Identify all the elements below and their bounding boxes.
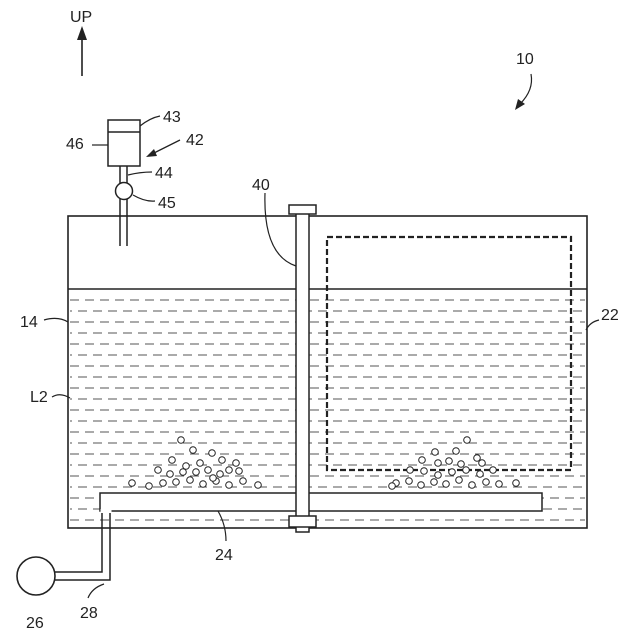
label-L2: L2 — [30, 389, 48, 406]
pump — [17, 557, 55, 595]
bubble — [169, 457, 176, 464]
device-label: 10 — [516, 51, 534, 68]
label-45: 45 — [158, 195, 176, 212]
bubble — [190, 447, 197, 454]
bubble — [449, 469, 456, 476]
bubble — [443, 481, 450, 488]
bubble — [217, 471, 224, 478]
bubble — [233, 460, 240, 467]
bubble — [483, 479, 490, 486]
bubble — [479, 460, 486, 467]
bubble — [496, 481, 503, 488]
bubble — [205, 467, 212, 474]
bubble — [406, 478, 413, 485]
bubble — [226, 467, 233, 474]
unit-arrow — [146, 140, 180, 157]
bubble — [463, 467, 470, 474]
diffuser-pipe — [100, 493, 542, 511]
label-44: 44 — [155, 165, 173, 182]
label-22: 22 — [601, 307, 619, 324]
bubble — [458, 461, 465, 468]
bubble — [490, 467, 497, 474]
unit-valve — [116, 183, 133, 200]
bubble — [146, 483, 153, 490]
bubble — [435, 460, 442, 467]
bubble — [219, 457, 226, 464]
bubble — [513, 480, 520, 487]
up-label: UP — [70, 9, 92, 26]
bubble — [419, 457, 426, 464]
air-bubbles — [129, 437, 520, 490]
bubble — [226, 482, 233, 489]
unit-body — [108, 120, 140, 166]
label-14: 14 — [20, 314, 38, 331]
bubble — [193, 469, 200, 476]
bubble — [187, 477, 194, 484]
bubble — [155, 467, 162, 474]
bubble — [240, 478, 247, 485]
membrane-module — [327, 237, 571, 470]
bubble — [210, 475, 217, 482]
bubble — [469, 482, 476, 489]
bubble — [209, 450, 216, 457]
label-24: 24 — [215, 547, 233, 564]
label-40: 40 — [252, 177, 270, 194]
bubble — [435, 472, 442, 479]
bubble — [477, 471, 484, 478]
bubble — [180, 469, 187, 476]
bubble — [197, 460, 204, 467]
bubble — [255, 482, 262, 489]
label-43: 43 — [163, 109, 181, 126]
bubble — [200, 481, 207, 488]
bubble — [456, 477, 463, 484]
bubble — [160, 480, 167, 487]
bubble — [173, 479, 180, 486]
bubble — [453, 448, 460, 455]
vertical-shaft — [289, 205, 316, 532]
bubble — [389, 483, 396, 490]
bubble — [464, 437, 471, 444]
label-46: 46 — [66, 136, 84, 153]
bubble — [431, 479, 438, 486]
bubble — [129, 480, 136, 487]
bubble — [474, 455, 481, 462]
bubble — [418, 482, 425, 489]
device-leader — [515, 74, 532, 110]
bubble — [236, 468, 243, 475]
label-28: 28 — [80, 605, 98, 622]
label-26: 26 — [26, 615, 44, 632]
supply-pipe — [52, 511, 110, 580]
bubble — [178, 437, 185, 444]
bubble — [407, 467, 414, 474]
label-42: 42 — [186, 132, 204, 149]
bubble — [167, 471, 174, 478]
bubble — [432, 449, 439, 456]
up-arrow — [77, 26, 87, 76]
bubble — [446, 458, 453, 465]
bubble — [421, 468, 428, 475]
dosing-unit — [108, 120, 140, 246]
